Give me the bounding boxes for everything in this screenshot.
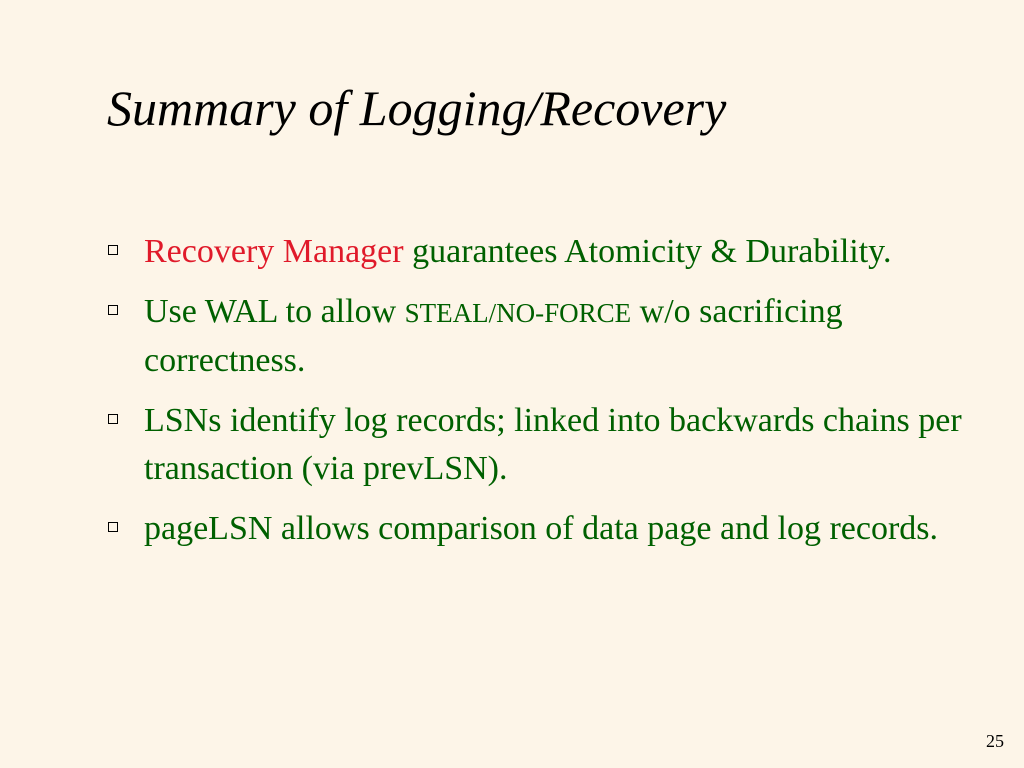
bullet-item-recovery-manager: Recovery Manager guarantees Atomicity & … — [104, 228, 974, 276]
bullet-smallcaps-text: STEAL/NO-FORCE — [404, 298, 632, 328]
bullet-text: guarantees Atomicity & Durability. — [403, 233, 892, 270]
hollow-square-bullet-icon — [108, 414, 118, 424]
bullet-highlight-text: Recovery Manager — [144, 233, 404, 270]
hollow-square-bullet-icon — [108, 522, 118, 532]
bullet-text: LSNs identify log records; linked into b… — [144, 402, 962, 487]
hollow-square-bullet-icon — [108, 305, 118, 315]
bullet-text-post: w/o sacrificing correctness. — [144, 293, 843, 379]
page-number: 25 — [986, 731, 1004, 751]
hollow-square-bullet-icon — [108, 245, 118, 255]
bullet-item-lsns: LSNs identify log records; linked into b… — [104, 397, 974, 493]
bullet-list: Recovery Manager guarantees Atomicity & … — [104, 228, 974, 565]
bullet-text-pre: Use WAL to allow — [144, 293, 405, 330]
bullet-item-wal: Use WAL to allow STEAL/NO-FORCE w/o sacr… — [104, 288, 974, 385]
slide-title: Summary of Logging/Recovery — [107, 80, 727, 136]
bullet-text: pageLSN allows comparison of data page a… — [144, 510, 939, 547]
bullet-item-pagelsn: pageLSN allows comparison of data page a… — [104, 505, 974, 553]
